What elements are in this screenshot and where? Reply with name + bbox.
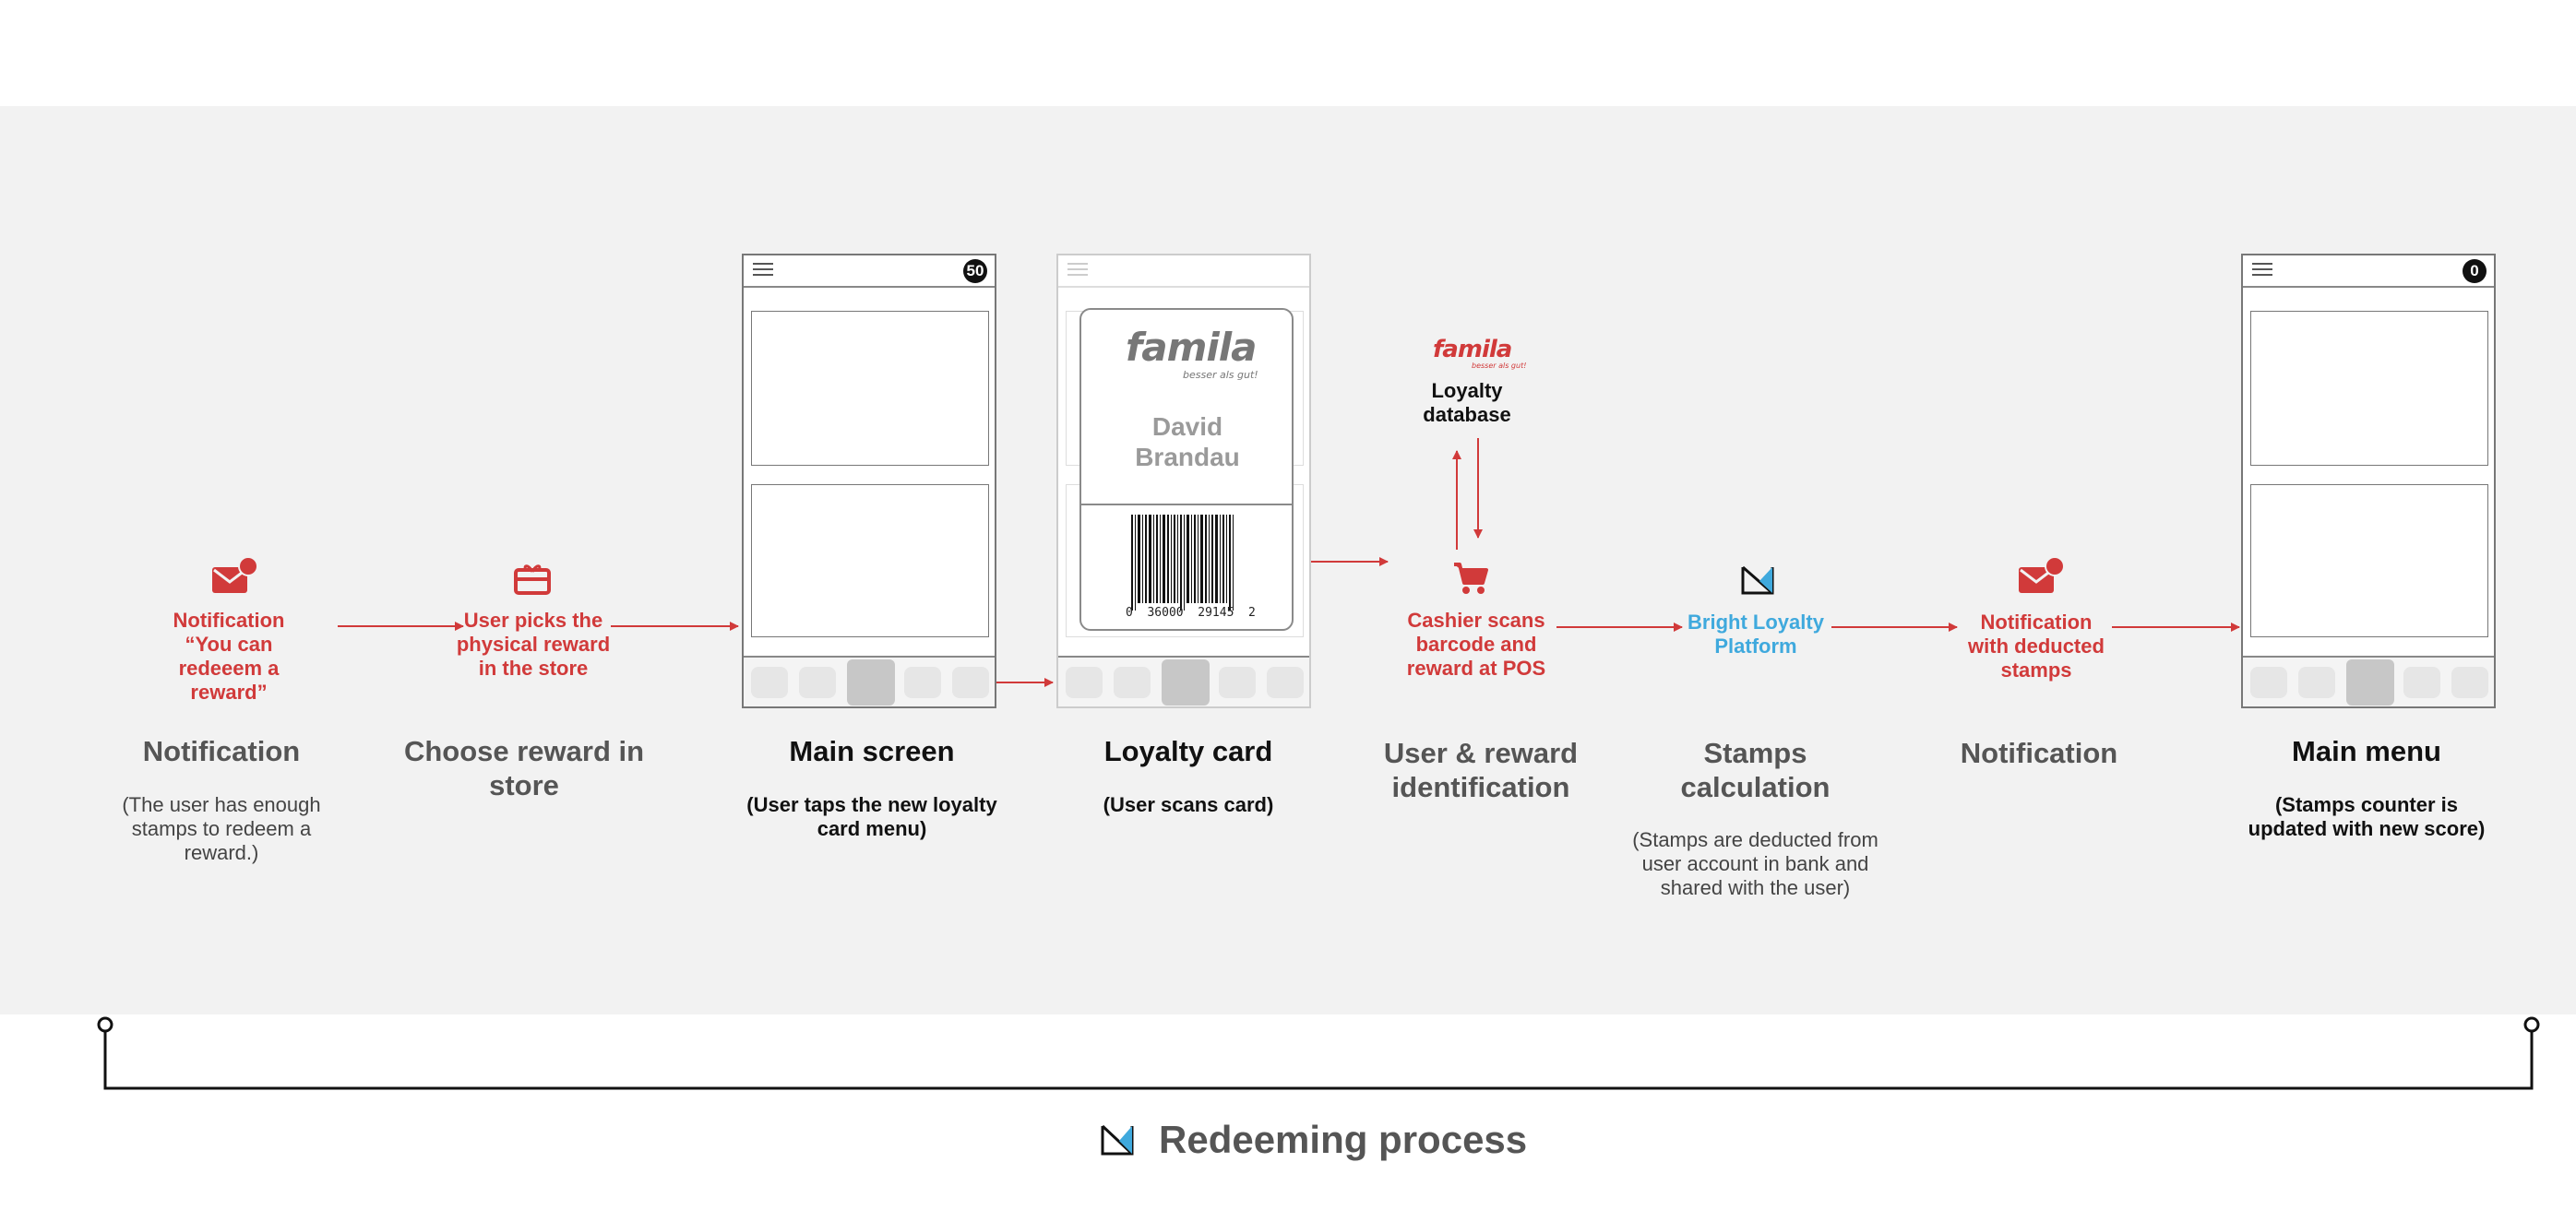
gift-card-icon [514,564,551,595]
step-desc-stamps-calculation: (Stamps are deducted from user account i… [1632,828,1878,899]
content-card[interactable] [751,311,989,466]
famila-tagline: besser als gut! [1183,369,1258,381]
famila-database-logo: famila [1433,336,1512,363]
step-desc-main-screen: (User taps the new loyalty card menu) [746,793,997,840]
bright-loyalty-logo-icon [1101,1124,1134,1156]
bright-loyalty-logo-icon [1741,565,1774,595]
pick-reward-label: User picks the physical reward in the st… [456,609,611,680]
loyalty-card-topbar [1058,255,1309,288]
famila-database-tagline: besser als gut! [1472,362,1527,370]
step-title-loyalty-card: Loyalty card [1103,735,1273,767]
tab-loyalty-card[interactable] [1162,659,1210,706]
step-title-notification: Notification [142,735,301,767]
main-screen-tabbar [744,656,995,706]
card-holder-name: David Brandau [1135,412,1240,471]
bracket-end-node [2523,1016,2540,1033]
mail-notification-icon [2019,556,2065,593]
tab-loyalty-card[interactable] [847,659,895,706]
cashier-label: Cashier scans barcode and reward at POS [1406,609,1546,680]
stamps-counter-badge: 0 [2463,259,2487,283]
tab-item[interactable] [2403,667,2440,698]
notification-deducted-label: Notification with deducted stamps [1968,611,2105,682]
main-screen-phone: 50 [742,254,996,708]
loyalty-card-tabbar [1058,656,1309,706]
step-desc-loyalty-card: (User scans card) [1103,793,1274,816]
mail-notification-icon [212,556,258,593]
tab-item[interactable] [799,667,836,698]
tab-item[interactable] [1114,667,1151,698]
barcode-digits: 0 36000 29145 2 [1126,606,1256,620]
main-menu-phone: 0 [2241,254,2496,708]
bracket-start-node [97,1016,113,1033]
tab-item[interactable] [2250,667,2287,698]
step-desc-main-menu: (Stamps counter is updated with new scor… [2248,793,2486,840]
tab-item[interactable] [1219,667,1256,698]
tab-item[interactable] [2451,667,2488,698]
barcode [1131,515,1234,611]
content-card[interactable] [2250,311,2488,466]
step-title-identification: User & reward identification [1383,737,1579,803]
step-desc-notification: (The user has enough stamps to redeem a … [122,793,321,864]
hamburger-menu-icon[interactable] [753,263,773,278]
tab-item[interactable] [2298,667,2335,698]
process-bracket [103,1031,2534,1090]
main-screen-topbar: 50 [744,255,995,288]
step-title-choose-reward: Choose reward in store [403,735,645,801]
tab-item[interactable] [952,667,989,698]
content-card[interactable] [751,484,989,637]
notification-label: Notification “You can redeeem a reward” [173,609,285,704]
tab-item[interactable] [1267,667,1304,698]
main-menu-topbar: 0 [2243,255,2494,288]
main-menu-tabbar [2243,656,2494,706]
famila-logo: famila [1126,325,1258,370]
platform-label: Bright Loyalty Platform [1688,611,1824,658]
card-divider [1081,504,1292,505]
tab-item[interactable] [751,667,788,698]
loyalty-database-label: Loyalty database [1423,379,1511,426]
hamburger-menu-icon[interactable] [1067,263,1088,278]
step-title-main-screen: Main screen [789,735,955,767]
tab-loyalty-card[interactable] [2346,659,2394,706]
tab-item[interactable] [904,667,941,698]
footer-title: Redeeming process [1159,1118,1528,1161]
step-title-main-menu: Main menu [2292,735,2441,767]
hamburger-menu-icon[interactable] [2252,263,2272,278]
content-card[interactable] [2250,484,2488,637]
loyalty-card: famila besser als gut! David Brandau 0 3… [1079,308,1294,631]
step-title-stamps-calculation: Stamps calculation [1680,737,1831,803]
tab-item[interactable] [1066,667,1103,698]
stamps-counter-badge: 50 [963,259,987,283]
shopping-cart-icon [1454,563,1488,594]
step-title-notification-2: Notification [1960,737,2118,769]
